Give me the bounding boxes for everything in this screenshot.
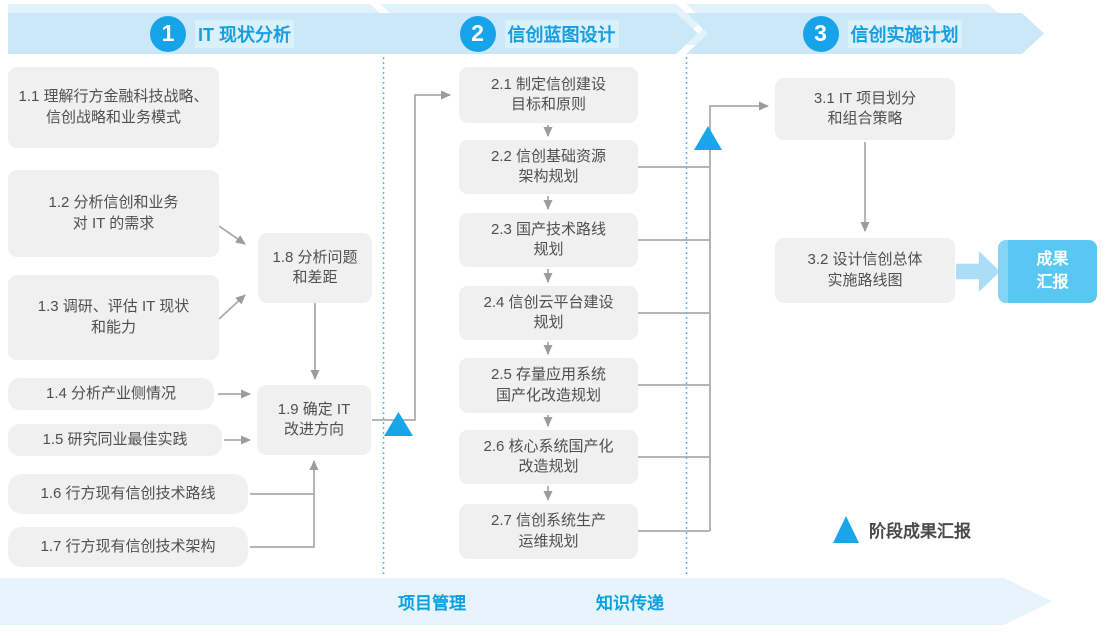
connector-1-9-to-2-1 <box>372 90 451 421</box>
connector-1-2-to-1-8 <box>218 225 246 245</box>
box-2-6: 2.6 核心系统国产化 改造规划 <box>459 430 638 484</box>
bottom-label-project-management: 项目管理 <box>398 594 466 613</box>
box-3-2: 3.2 设计信创总体 实施路线图 <box>775 238 955 303</box>
box-1-2: 1.2 分析信创和业务 对 IT 的需求 <box>8 170 219 257</box>
milestone-triangle-phase2-icon <box>694 126 722 150</box>
phase3-title: 信创实施计划 <box>848 20 962 48</box>
box-1-3: 1.3 调研、评估 IT 现状 和能力 <box>8 275 219 360</box>
milestone-triangle-phase1-icon <box>384 412 413 436</box>
box-2-7: 2.7 信创系统生产 运维规划 <box>459 504 638 559</box>
box-2-2: 2.2 信创基础资源 架构规划 <box>459 140 638 194</box>
box-1-8: 1.8 分析问题 和差距 <box>258 233 372 303</box>
connector-1-3-to-1-8 <box>218 294 246 320</box>
phase2-title: 信创蓝图设计 <box>505 20 619 48</box>
box-1-9: 1.9 确定 IT 改进方向 <box>257 385 371 455</box>
phase3-banner: 3 信创实施计划 <box>686 13 1044 54</box>
box-1-5: 1.5 研究同业最佳实践 <box>8 424 222 456</box>
box-1-6: 1.6 行方现有信创技术路线 <box>8 474 248 514</box>
bottom-band: 项目管理 知识传递 <box>0 578 1052 625</box>
bottom-label-knowledge-transfer: 知识传递 <box>596 594 664 613</box>
phase1-title: IT 现状分析 <box>195 20 294 48</box>
result-report-box: 成果 汇报 <box>998 240 1097 303</box>
connector-collector-to-3-1 <box>709 101 769 531</box>
box-2-5: 2.5 存量应用系统 国产化改造规划 <box>459 358 638 413</box>
phase1-number-badge: 1 <box>150 16 186 52</box>
result-block-arrow-icon <box>956 251 1000 292</box>
box-2-4: 2.4 信创云平台建设 规划 <box>459 286 638 340</box>
phase2-number-badge: 2 <box>460 16 496 52</box>
box-1-4: 1.4 分析产业侧情况 <box>8 378 214 410</box>
box-1-7: 1.7 行方现有信创技术架构 <box>8 527 248 567</box>
phase2-banner: 2 信创蓝图设计 <box>380 13 698 54</box>
legend-triangle-icon <box>833 516 859 543</box>
connector-1-7-to-1-9 <box>250 460 319 548</box>
legend-label: 阶段成果汇报 <box>869 522 971 541</box>
box-2-1: 2.1 制定信创建设 目标和原则 <box>459 67 638 123</box>
box-1-1: 1.1 理解行方金融科技战略、 信创战略和业务模式 <box>8 67 219 148</box>
box-3-1: 3.1 IT 项目划分 和组合策略 <box>775 78 955 140</box>
box-2-3: 2.3 国产技术路线 规划 <box>459 213 638 267</box>
phase3-number-badge: 3 <box>803 16 839 52</box>
phase1-banner: 1 IT 现状分析 <box>8 13 414 54</box>
